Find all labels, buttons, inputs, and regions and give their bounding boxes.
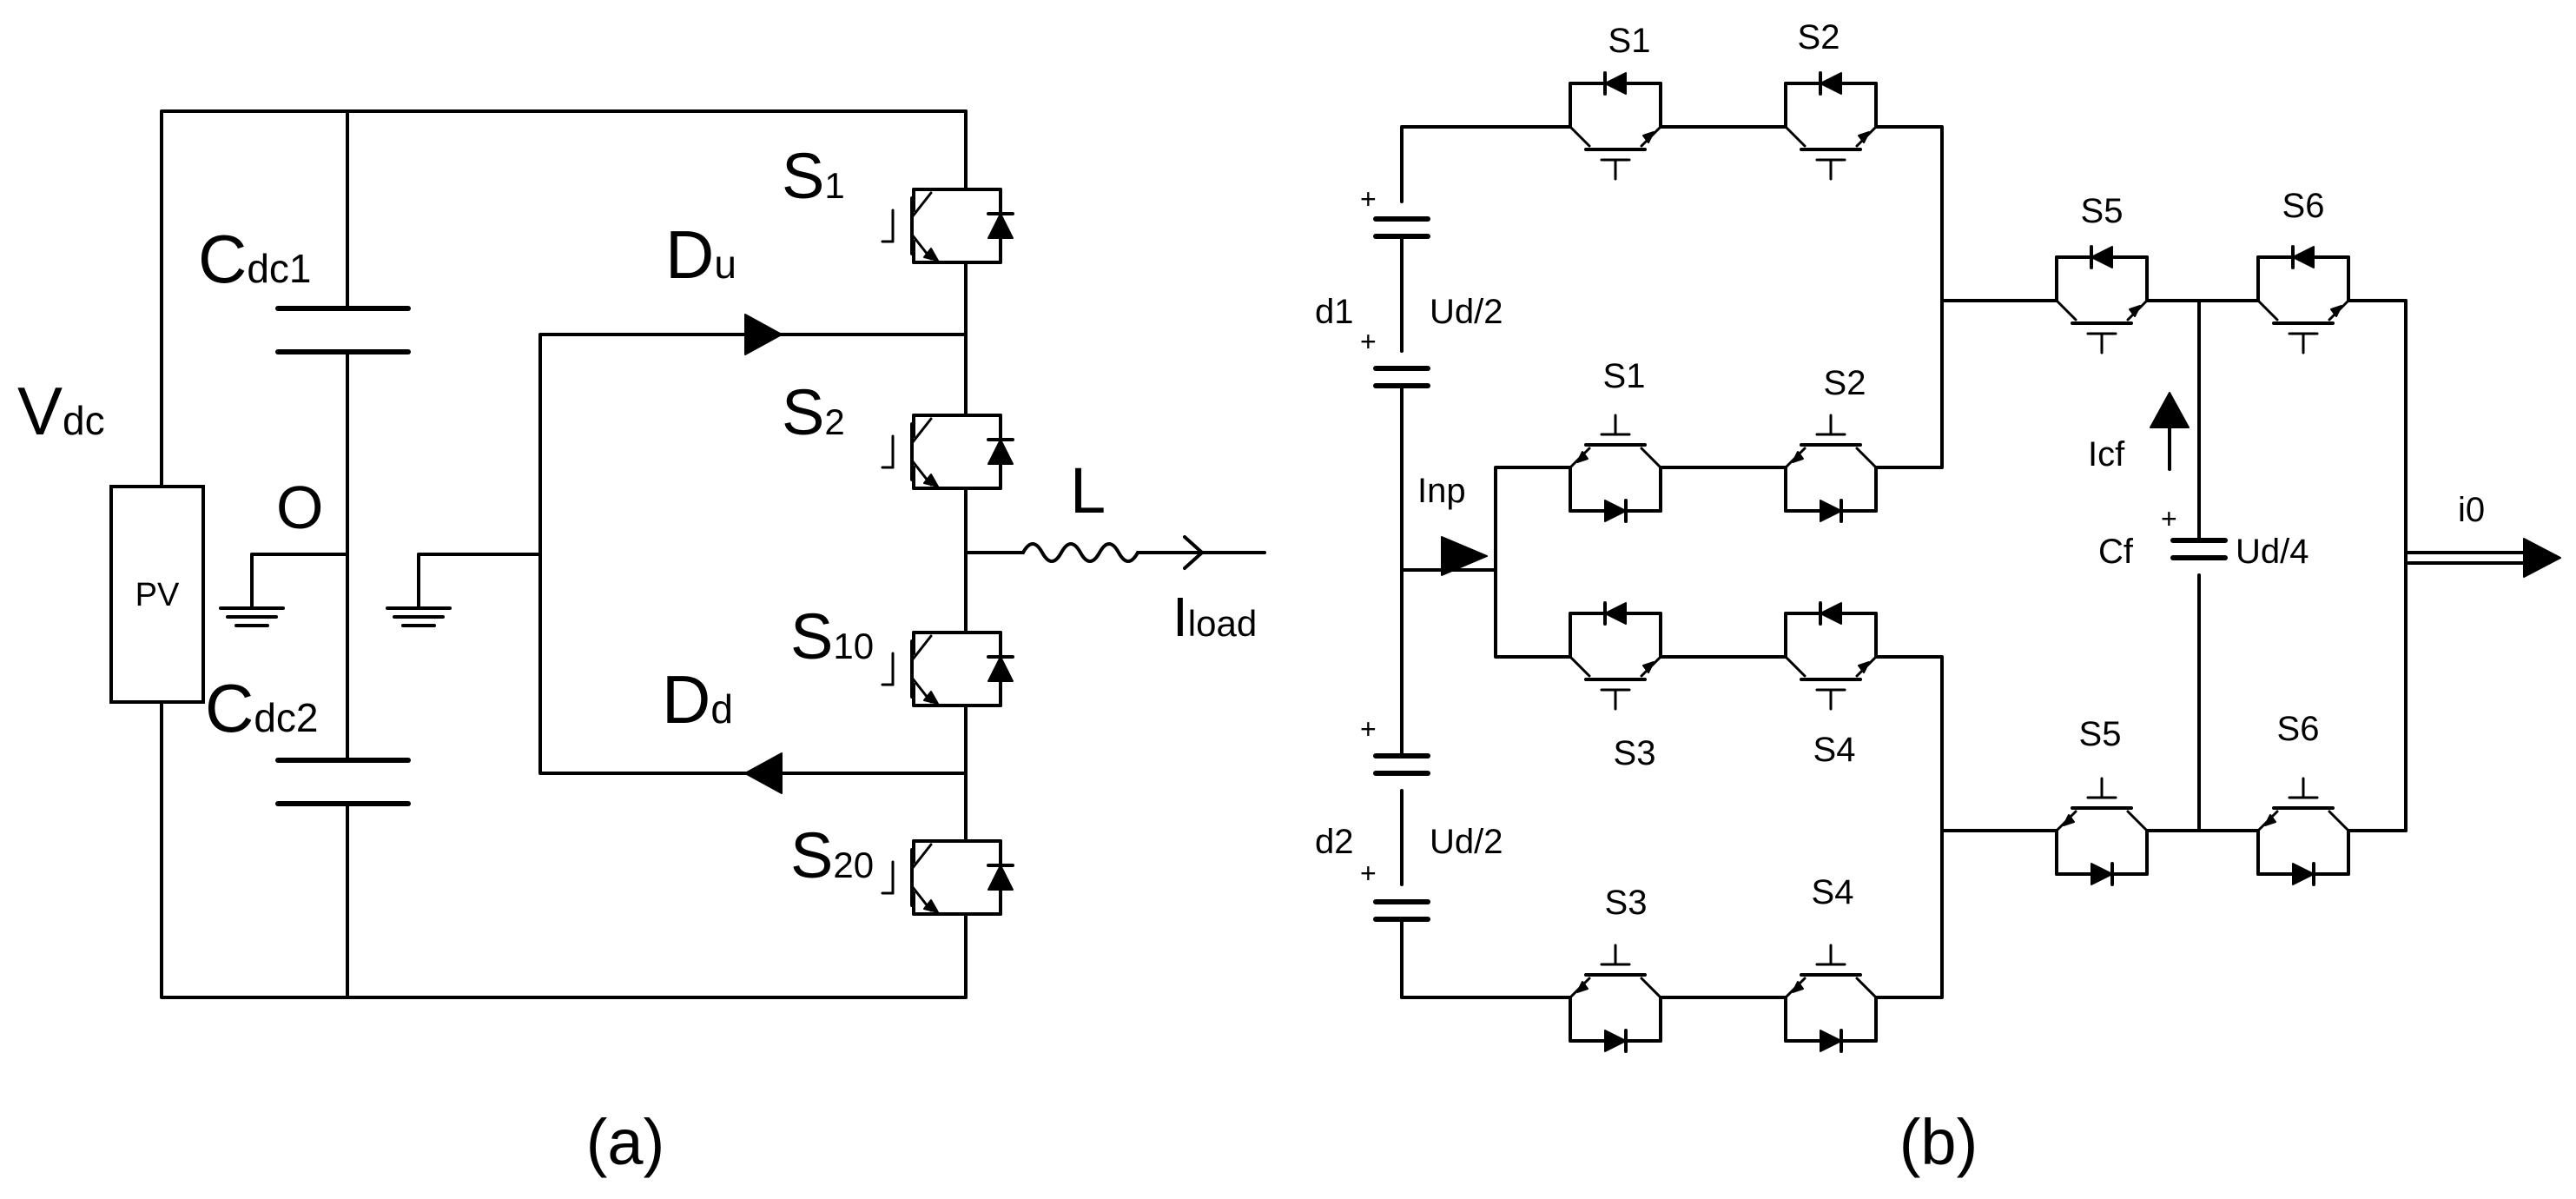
label-plus-3: + — [1360, 713, 1377, 745]
igbt-b-s2-top — [1760, 71, 1902, 181]
label-plus-cf: + — [2161, 503, 2177, 534]
label-l: L — [1070, 454, 1106, 527]
label-b-s4-mid: S4 — [1813, 731, 1856, 769]
igbt-b-s5-top — [2031, 245, 2173, 354]
panel-a: PV Vdc O Cdc1 — [17, 109, 1266, 1178]
label-b-s6-top: S6 — [2282, 187, 2325, 225]
label-b-s3-mid: S3 — [1614, 734, 1656, 772]
igbt-b-s3-mid — [1544, 601, 1687, 711]
igbt-b-s4-mid — [1760, 601, 1902, 711]
panel-b: d1 d2 Ud/2 Ud/2 + + + + + Inp Icf Cf Ud/… — [1315, 18, 2561, 1178]
capacitor-cdc1 — [275, 306, 411, 354]
label-b-s3-bottom: S3 — [1605, 884, 1648, 922]
arrow-du — [744, 314, 783, 355]
label-b-s4-bottom: S4 — [1812, 873, 1854, 911]
label-icf: Icf — [2088, 435, 2125, 474]
label-du: Du — [665, 216, 736, 293]
capacitor-cdc2 — [275, 758, 411, 806]
label-i0: i0 — [2458, 491, 2485, 529]
label-b-s5-top: S5 — [2081, 192, 2124, 230]
label-iload: Iload — [1172, 586, 1257, 648]
label-s2: S2 — [782, 376, 845, 448]
label-b-s6-bottom: S6 — [2277, 710, 2320, 748]
caption-a: (a) — [586, 1106, 664, 1178]
arrow-inp — [1441, 536, 1488, 576]
igbt-b-s1-top — [1544, 71, 1687, 181]
arrow-icf — [2150, 392, 2190, 428]
ground-symbol-center — [386, 553, 452, 627]
label-plus-1: + — [1360, 183, 1377, 215]
label-cf: Cf — [2098, 533, 2134, 571]
igbt-b-s2-mid — [1760, 414, 1902, 523]
label-b-s2-mid: S2 — [1824, 364, 1866, 402]
label-d1: d1 — [1315, 293, 1354, 331]
ground-symbol-left — [219, 606, 285, 627]
capacitor-d2 — [1373, 753, 1430, 776]
igbt-s20 — [881, 806, 1014, 949]
igbt-b-s6-bottom — [2232, 777, 2375, 886]
capacitor-d1 — [1373, 216, 1430, 239]
label-b-s5-bottom: S5 — [2079, 715, 2122, 753]
label-cdc1: Cdc1 — [198, 221, 312, 297]
arrow-i0 — [2523, 538, 2561, 578]
igbt-b-s4-bottom — [1760, 944, 1902, 1053]
label-plus-4: + — [1360, 858, 1377, 889]
arrow-dd — [744, 752, 783, 794]
igbt-s1 — [881, 155, 1014, 297]
label-cdc2: Cdc2 — [205, 670, 319, 746]
label-ud2-bottom: Ud/2 — [1430, 823, 1503, 861]
igbt-s10 — [881, 598, 1014, 740]
igbt-b-s3-bottom — [1544, 944, 1687, 1053]
label-inp: Inp — [1417, 472, 1466, 510]
label-b-s1-top: S1 — [1608, 22, 1651, 60]
label-d2: d2 — [1315, 823, 1354, 861]
igbt-b-s5-bottom — [2031, 777, 2173, 886]
label-ud2-top: Ud/2 — [1430, 293, 1503, 331]
label-ud4: Ud/4 — [2236, 533, 2309, 571]
label-s1: S1 — [782, 140, 845, 212]
caption-b: (b) — [1899, 1106, 1978, 1178]
label-plus-2: + — [1360, 326, 1377, 357]
label-s20: S20 — [790, 819, 874, 891]
label-dd: Dd — [662, 661, 733, 738]
capacitor-d2-lower — [1373, 899, 1430, 922]
capacitor-d1-lower — [1373, 366, 1430, 388]
igbt-b-s1-mid — [1544, 414, 1687, 523]
capacitor-cf — [2170, 538, 2228, 560]
label-o: O — [276, 474, 323, 541]
label-vdc: Vdc — [17, 373, 105, 449]
label-s10: S10 — [790, 600, 874, 672]
pv-label: PV — [135, 577, 180, 613]
igbt-b-s6-top — [2232, 245, 2375, 354]
label-b-s2-top: S2 — [1798, 18, 1840, 56]
pv-source: PV — [109, 485, 205, 704]
label-b-s1-mid: S1 — [1603, 357, 1646, 395]
igbt-s2 — [881, 381, 1014, 523]
panel-b-wires — [1400, 125, 2538, 999]
